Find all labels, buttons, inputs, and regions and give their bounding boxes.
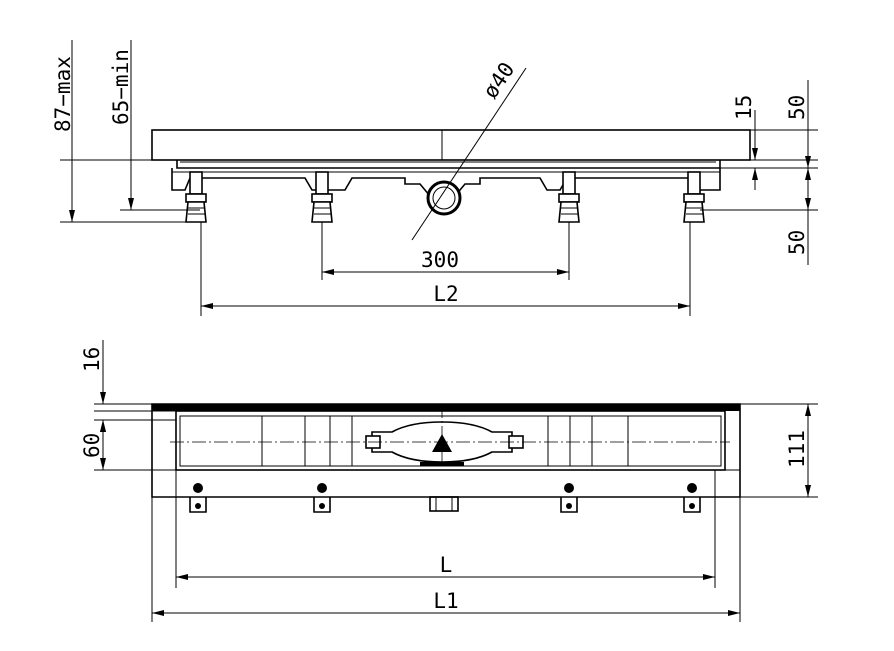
label-top-height: 50: [785, 95, 809, 120]
frame-top-edge: [152, 404, 740, 411]
label-top-offset: 15: [732, 95, 756, 120]
plan-foot-4: [683, 483, 701, 513]
label-total-length: L1: [433, 589, 458, 613]
foot-2: [311, 171, 333, 223]
label-max-height: 87−max: [51, 56, 75, 132]
label-plan-total: 111: [785, 430, 809, 468]
plan-foot-2: [313, 483, 331, 513]
side-view: 87−max 65−min ø40 15 50 50 300 L2: [51, 40, 818, 316]
outlet-marker: [420, 462, 464, 466]
foot-3: [558, 171, 580, 223]
plan-foot-3: [560, 483, 578, 513]
label-min-height: 65−min: [109, 49, 133, 125]
channel-outline: [175, 410, 726, 471]
outlet-spigot: [429, 496, 459, 512]
diameter-leader: [411, 67, 527, 241]
label-plan-channel: 60: [80, 433, 104, 458]
label-leg-span: L2: [433, 282, 458, 306]
label-bottom-height: 50: [785, 230, 809, 255]
center-fitting: [371, 421, 513, 463]
grate-segments: [261, 416, 629, 466]
grate-top-plate: [151, 129, 751, 161]
plan-foot-1: [189, 483, 207, 513]
channel-inner: [179, 415, 722, 467]
channel-rim: [176, 160, 721, 169]
label-channel-length: L: [440, 553, 453, 577]
label-inner-spacing: 300: [421, 248, 459, 272]
label-plan-top: 16: [80, 347, 104, 372]
outlet-pipe-inner: [432, 186, 456, 210]
foot-4: [683, 171, 705, 223]
label-pipe-diameter: ø40: [478, 58, 519, 103]
foot-1: [185, 171, 207, 223]
plan-view: 16 60 111 L L1: [80, 340, 818, 622]
